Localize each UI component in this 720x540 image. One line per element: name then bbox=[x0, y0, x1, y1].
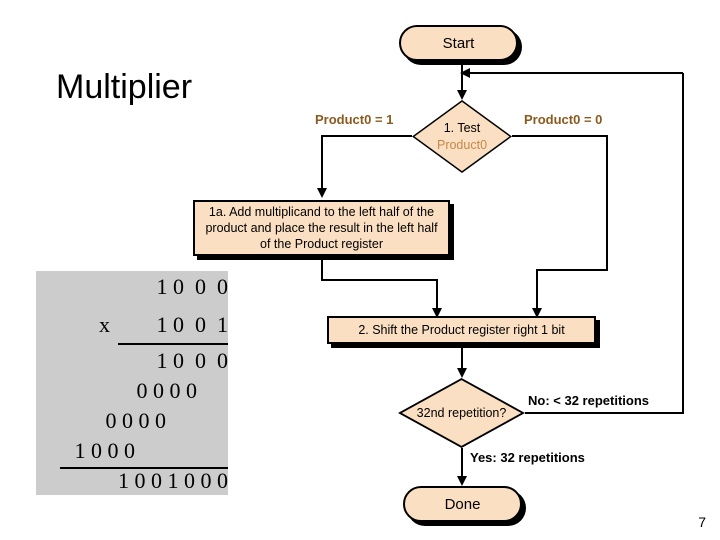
binary-partial-1: 1 0 0 0 bbox=[156, 348, 229, 373]
shift-product-label: 2. Shift the Product register right 1 bi… bbox=[358, 323, 565, 337]
binary-partial-3: 0 0 0 0 bbox=[105, 408, 167, 433]
binary-multiplier: 1 0 0 1 bbox=[156, 312, 229, 337]
page-title: Multiplier bbox=[56, 68, 193, 106]
test-product0-diamond-fill bbox=[414, 101, 510, 172]
edge-label-no-branch: No: < 32 repetitions bbox=[528, 393, 649, 408]
start-node[interactable]: Start bbox=[399, 25, 518, 61]
binary-partial-4: 1 0 0 0 bbox=[74, 438, 136, 463]
page-number: 7 bbox=[698, 514, 706, 530]
binary-rule-top bbox=[118, 343, 228, 345]
binary-multiplicand: 1 0 0 0 bbox=[156, 274, 229, 299]
binary-product: 1 0 0 1 0 0 0 bbox=[118, 468, 228, 493]
repetition-check-node[interactable]: 32nd repetition? bbox=[398, 378, 525, 448]
done-node[interactable]: Done bbox=[403, 486, 522, 522]
binary-rule-bottom bbox=[60, 467, 228, 469]
done-node-label: Done bbox=[444, 495, 481, 513]
edge-label-product0-eq-0: Product0 = 0 bbox=[524, 112, 603, 127]
binary-multiplication-panel: 1 0 0 0 x 1 0 0 1 1 0 0 0 0 0 0 0 0 0 0 … bbox=[36, 271, 228, 495]
start-node-label: Start bbox=[442, 34, 475, 52]
add-multiplicand-label: 1a. Add multiplicand to the left half of… bbox=[205, 205, 438, 251]
binary-multiplier-operator: x bbox=[99, 312, 110, 337]
edge-label-product0-eq-1: Product0 = 1 bbox=[315, 112, 394, 127]
test-product0-node[interactable]: 1. Test Product0 bbox=[412, 100, 512, 173]
add-multiplicand-node[interactable]: 1a. Add multiplicand to the left half of… bbox=[193, 200, 450, 256]
repetition-check-diamond-fill bbox=[401, 380, 522, 446]
binary-partial-2: 0 0 0 0 bbox=[136, 378, 198, 403]
shift-product-node[interactable]: 2. Shift the Product register right 1 bi… bbox=[327, 316, 596, 344]
edge-label-yes-branch: Yes: 32 repetitions bbox=[470, 450, 585, 465]
